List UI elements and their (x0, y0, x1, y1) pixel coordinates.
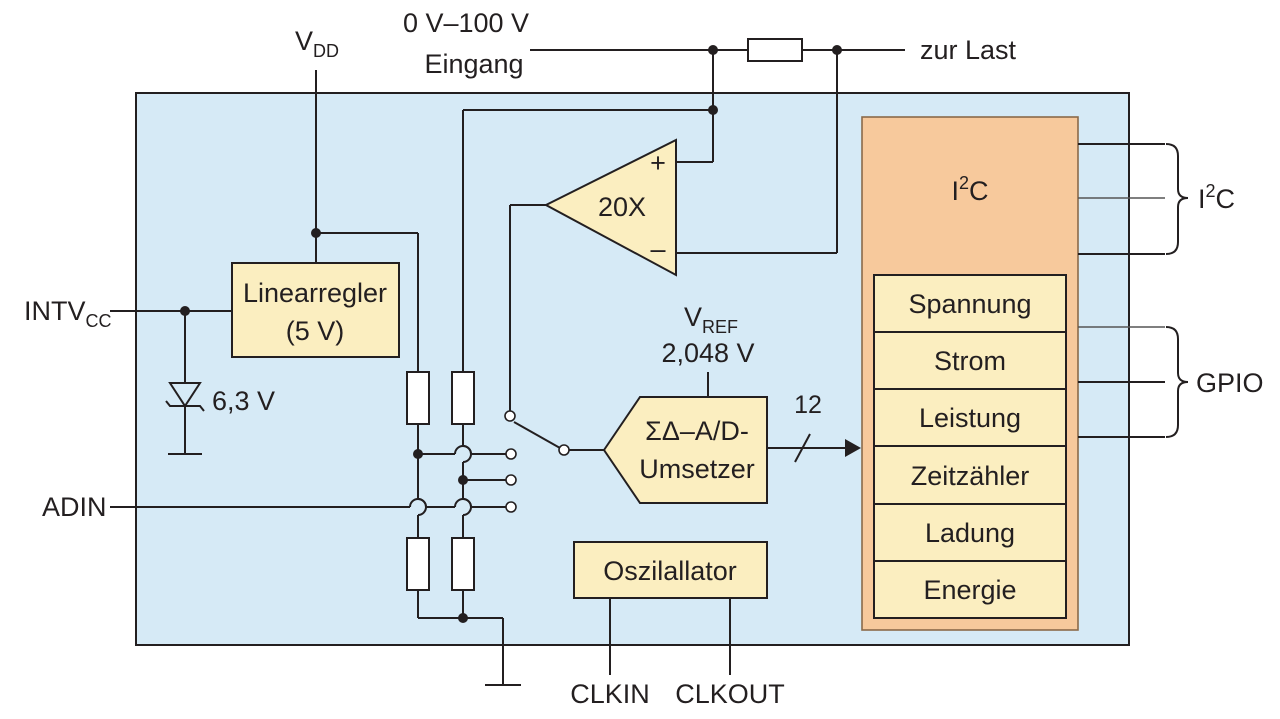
mux-taps (110, 204, 604, 513)
vref-label: VREF (684, 302, 738, 337)
shunt-resistor (747, 38, 803, 62)
intvcc-label: INTVCC (24, 296, 112, 331)
register-label: Leistung (919, 403, 1021, 433)
register-strom (873, 331, 1067, 390)
vdd-wiring (311, 70, 419, 372)
register-label: Strom (934, 346, 1006, 376)
output-pins (1078, 143, 1189, 438)
resistor-lower-left (406, 537, 430, 591)
register-ladung (873, 503, 1067, 562)
i2c-block: I2C Spannung Strom Leistung Zeitzähler L… (861, 116, 1079, 631)
register-energie (873, 560, 1067, 619)
amplifier-20x: 20X + – (543, 138, 677, 277)
input-load-wiring (462, 38, 905, 372)
mux-switch-arm (513, 421, 561, 449)
regulator-label-line2: (5 V) (286, 316, 345, 346)
oscillator-block: Oszilallator (573, 541, 768, 675)
amplifier-gain-label: 20X (598, 192, 646, 222)
load-label: zur Last (920, 35, 1017, 65)
regulator-label-line1: Linearregler (243, 278, 387, 308)
adc-block: ΣΔ–A/D- Umsetzer 12 (602, 372, 861, 504)
clkin-label: CLKIN (570, 679, 650, 709)
gpio-label: GPIO (1196, 368, 1264, 398)
register-spannung (873, 274, 1067, 333)
adc-label-line2: Umsetzer (639, 454, 755, 484)
zener-diode-icon (168, 382, 202, 408)
bus-slash (794, 433, 811, 463)
amplifier-minus-label: – (650, 234, 665, 264)
register-label: Ladung (925, 518, 1015, 548)
resistor-dividers (406, 371, 521, 686)
register-label: Zeitzähler (911, 461, 1030, 491)
zener-voltage-label: 6,3 V (212, 386, 275, 416)
input-label-line1: 0 V–100 V (403, 8, 529, 38)
vref-value-label: 2,048 V (661, 338, 754, 368)
adin-label: ADIN (42, 492, 107, 522)
gpio-brace (1165, 326, 1189, 438)
register-label: Spannung (908, 289, 1031, 319)
i2c-block-title: I2C (951, 173, 988, 206)
register-zeitzaehler (873, 445, 1067, 505)
oscillator-label: Oszilallator (603, 556, 737, 586)
register-label: Energie (923, 575, 1016, 605)
input-label-line2: Eingang (424, 49, 523, 79)
linear-regulator: Linearregler (5 V) (231, 262, 400, 358)
amplifier-plus-label: + (650, 148, 666, 178)
i2c-brace (1165, 143, 1189, 255)
bus-width-label: 12 (794, 391, 822, 419)
resistor-upper-right (451, 371, 475, 425)
register-leistung (873, 388, 1067, 447)
resistor-upper-left (406, 371, 430, 425)
intvcc-wiring (110, 306, 232, 455)
i2c-pins-label: I2C (1198, 181, 1235, 214)
bus-arrow-icon (845, 439, 861, 457)
vdd-label: VDD (295, 26, 339, 61)
adc-label-line1: ΣΔ–A/D- (645, 416, 749, 446)
resistor-lower-right (451, 537, 475, 591)
clkout-label: CLKOUT (675, 679, 785, 709)
